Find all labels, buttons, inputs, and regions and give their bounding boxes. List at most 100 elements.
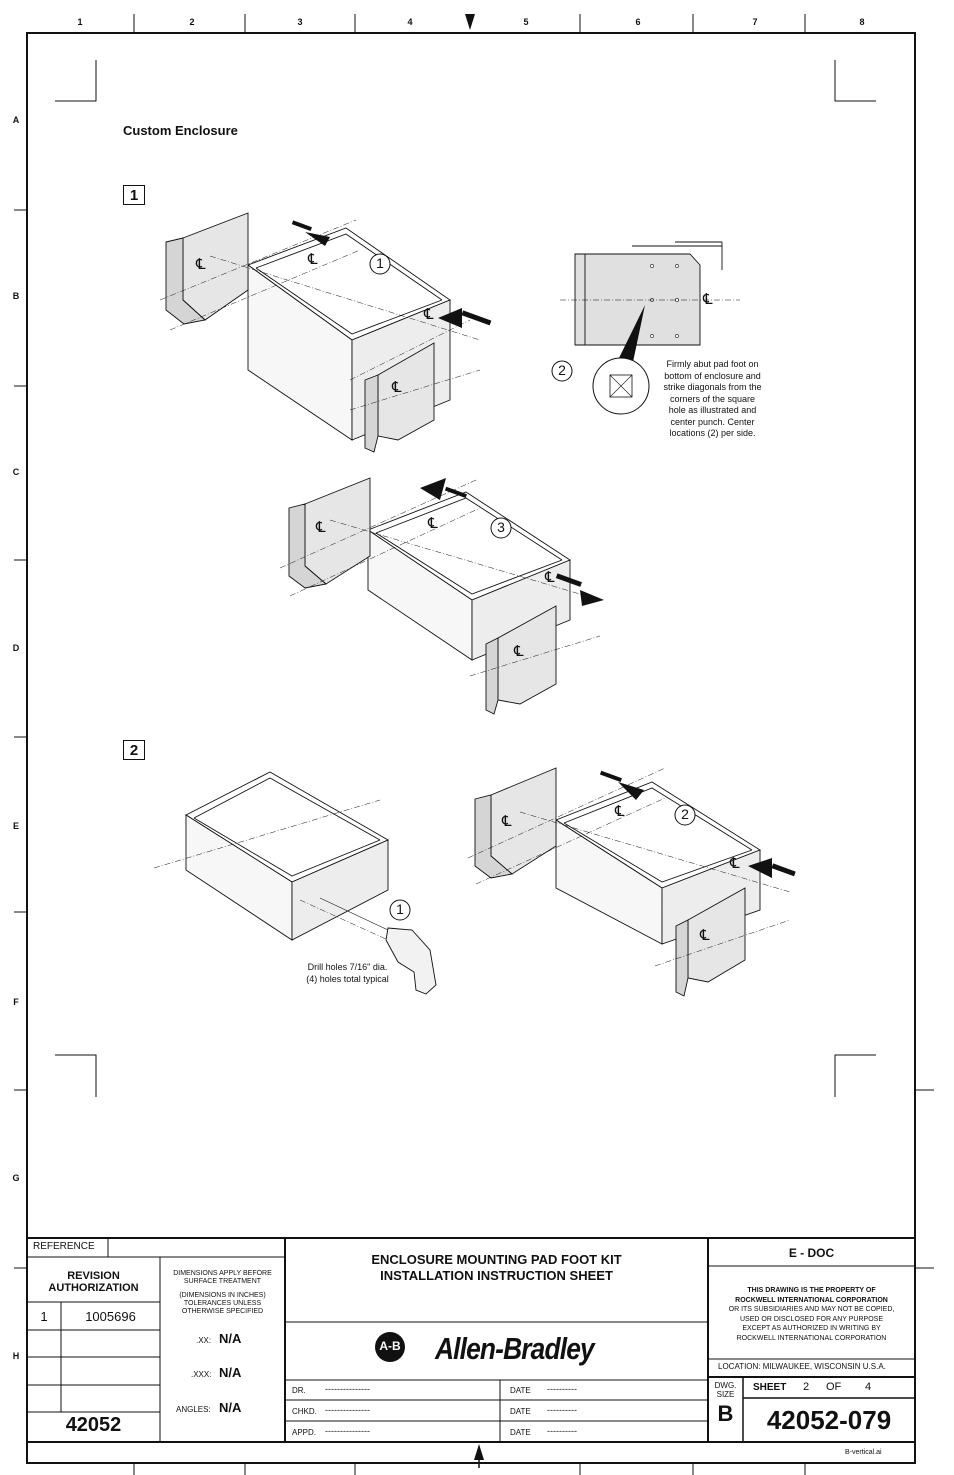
drawing-title: ENCLOSURE MOUNTING PAD FOOT KIT INSTALLA…: [285, 1252, 708, 1284]
centerline-mark: ℄: [730, 855, 740, 872]
base-number: 42052: [65, 1414, 122, 1436]
chkd-signature: ---------------: [325, 1405, 370, 1415]
note-line: (4) holes total typical: [306, 973, 389, 984]
zone-row-f: F: [13, 997, 19, 1007]
zone-col-8: 8: [859, 17, 865, 27]
zone-col-4: 4: [407, 17, 413, 27]
zone-row-a: A: [12, 115, 20, 125]
chkd-label: CHKD.: [292, 1407, 317, 1416]
centerline-mark: ℄: [700, 927, 710, 944]
tol-xxx-label: .XXX:: [191, 1370, 212, 1379]
tol-xxx-value: N/A: [219, 1365, 242, 1380]
dr-label: DR.: [292, 1386, 306, 1395]
drill-note: Drill holes 7/16" dia. (4) holes total t…: [290, 962, 405, 985]
notice-line: THIS DRAWING IS THE PROPERTY OF: [747, 1287, 876, 1294]
dr-signature: ---------------: [325, 1384, 370, 1394]
dim-line: DIMENSIONS APPLY BEFORE: [173, 1270, 272, 1277]
zone-col-3: 3: [297, 17, 303, 27]
chkd-date: ----------: [547, 1405, 577, 1415]
rev-number: 1: [40, 1309, 48, 1324]
title-line-1: ENCLOSURE MOUNTING PAD FOOT KIT: [371, 1252, 622, 1267]
step-2-box: 2: [123, 740, 145, 760]
zone-row-h: H: [12, 1351, 20, 1361]
callout-s2-1: 1: [396, 901, 404, 917]
zone-col-6: 6: [635, 17, 641, 27]
pad-foot-note: Firmly abut pad foot on bottom of enclos…: [650, 359, 775, 440]
of-label: OF: [826, 1381, 842, 1393]
centerline-mark: ℄: [428, 515, 438, 532]
callout-1: 1: [376, 255, 384, 271]
centerline-mark: ℄: [424, 306, 434, 323]
appd-date: ----------: [547, 1426, 577, 1436]
callout-2: 2: [558, 362, 566, 378]
tol-angles-value: N/A: [219, 1400, 242, 1415]
centerline-mark: ℄: [514, 643, 524, 660]
zone-row-c: C: [12, 467, 20, 477]
allen-bradley-logo: A-B: [375, 1332, 405, 1362]
centerline-mark: ℄: [703, 291, 713, 308]
revision-authorization: REVISION AUTHORIZATION: [27, 1270, 160, 1294]
tol-angles-label: ANGLES:: [176, 1405, 211, 1414]
zone-row-e: E: [12, 821, 19, 831]
location: LOCATION: MILWAUKEE, WISCONSIN U.S.A.: [718, 1362, 886, 1371]
note-line: strike diagonals from the: [663, 382, 762, 392]
appd-signature: ---------------: [325, 1426, 370, 1436]
dr-date-label: DATE: [510, 1386, 531, 1395]
tol-xx-value: N/A: [219, 1331, 242, 1346]
dim-line: SURFACE TREATMENT: [183, 1278, 262, 1285]
notice-line: ROCKWELL INTERNATIONAL CORPORATION: [736, 1334, 887, 1342]
zone-col-2: 2: [189, 17, 195, 27]
appd-label: APPD.: [292, 1428, 317, 1437]
section-title: Custom Enclosure: [123, 123, 238, 138]
zone-col-5: 5: [523, 17, 529, 27]
dwg-size: B: [717, 1401, 734, 1426]
zone-col-1: 1: [77, 17, 83, 27]
zone-row-g: G: [12, 1173, 20, 1183]
dwg-size-line: DWG.: [714, 1381, 737, 1390]
edoc-label: E - DOC: [788, 1246, 835, 1260]
sheet-label: SHEET: [753, 1382, 787, 1393]
dr-date: ----------: [547, 1384, 577, 1394]
sheet-number: 2: [803, 1381, 810, 1393]
centerline-mark: ℄: [196, 256, 206, 273]
rev-auth-line: AUTHORIZATION: [48, 1282, 139, 1294]
rev-auth-line: REVISION: [67, 1270, 120, 1282]
centerline-mark: ℄: [502, 813, 512, 830]
zone-row-d: D: [12, 643, 20, 653]
step-1-box: 1: [123, 185, 145, 205]
zone-col-7: 7: [752, 17, 758, 27]
notice-line: OR ITS SUBSIDIARIES AND MAY NOT BE COPIE…: [728, 1306, 895, 1313]
dwg-size-label: DWG. SIZE: [708, 1381, 743, 1399]
note-line: corners of the square: [669, 393, 756, 404]
note-line: Firmly abut pad foot on: [666, 359, 759, 369]
centerline-mark: ℄: [308, 251, 318, 268]
centerline-mark: ℄: [316, 519, 326, 536]
sheet-total: 4: [865, 1381, 872, 1393]
note-line: bottom of enclosure and: [664, 370, 761, 381]
rev-id: 1005696: [85, 1309, 136, 1324]
centerline-mark: ℄: [615, 803, 625, 820]
dimensions-note: DIMENSIONS APPLY BEFORE SURFACE TREATMEN…: [160, 1270, 285, 1316]
dwg-size-line: SIZE: [716, 1390, 735, 1399]
zone-row-b: B: [12, 291, 20, 301]
callout-3: 3: [497, 519, 505, 535]
appd-date-label: DATE: [510, 1428, 531, 1437]
chkd-date-label: DATE: [510, 1407, 531, 1416]
company-name: Allen-Bradley: [435, 1331, 595, 1366]
file-name: B-vertical.ai: [845, 1449, 882, 1456]
reference-label: REFERENCE: [33, 1241, 95, 1252]
title-line-2: INSTALLATION INSTRUCTION SHEET: [380, 1268, 613, 1283]
notice-line: EXCEPT AS AUTHORIZED IN WRITING BY: [742, 1325, 881, 1332]
notice-line: ROCKWELL INTERNATIONAL CORPORATION: [735, 1296, 888, 1304]
centerline-mark: ℄: [545, 569, 555, 586]
tol-xx-label: .XX:: [196, 1336, 212, 1345]
note-line: locations (2) per side.: [669, 428, 756, 438]
dim-line: TOLERANCES UNLESS: [183, 1300, 262, 1307]
note-line: center punch. Center: [670, 416, 755, 427]
